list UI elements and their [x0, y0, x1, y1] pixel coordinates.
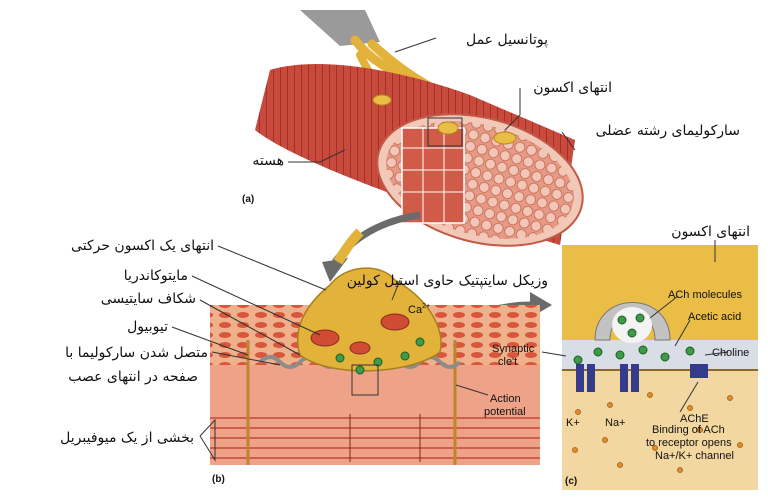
- label-axon-terminal-c: انتهای اکسون: [671, 224, 750, 240]
- panel-label-c: (c): [565, 476, 577, 487]
- label-junction-line1: متصل شدن سارکولیما با: [65, 345, 208, 361]
- label-junction-line2: صفحه در انتهای عصب: [68, 369, 198, 385]
- label-axon-terminal-a: انتهای اکسون: [533, 80, 612, 96]
- label-cleft: cle't: [498, 356, 517, 368]
- label-synaptic: Synaptic: [492, 343, 535, 355]
- label-mitochondria: مایتوکاندریا: [124, 268, 188, 284]
- label-vesicle: وزیکل سایتپتیک حاوی استیل کولین: [347, 273, 548, 289]
- label-ach-molecules: ACh molecules: [668, 289, 742, 301]
- label-myofibril: بخشی از یک میوفیبریل: [60, 430, 194, 446]
- end-plate-3: [373, 95, 391, 105]
- label-acetic-acid: Acetic acid: [688, 311, 741, 323]
- panel-label-b: (b): [212, 474, 225, 485]
- cut-block: [402, 128, 464, 223]
- panel-b: Ca2+ Action potential انتهای یک اکسون حر…: [60, 232, 548, 485]
- nerve-fiber: [300, 10, 380, 46]
- label-k: K+: [566, 417, 580, 429]
- label-motor-axon-terminal: انتهای یک اکسون حرکتی: [71, 238, 214, 254]
- panel-a: پوتانسیل عمل انتهای اکسون سارکولیمای رشت…: [242, 10, 740, 267]
- panel-label-a: (a): [242, 194, 254, 205]
- label-potential: potential: [484, 406, 526, 418]
- label-binding-2: to receptor opens: [646, 437, 732, 449]
- label-na: Na+: [605, 417, 626, 429]
- end-plate-2: [494, 132, 516, 144]
- label-nucleus: هسته: [252, 153, 284, 169]
- label-sarcolemma: سارکولیمای رشته عضلی: [596, 123, 740, 139]
- label-action-potential: پوتانسیل عمل: [466, 32, 548, 48]
- label-action: Action: [490, 393, 521, 405]
- label-tubule: تیوبیول: [127, 319, 168, 335]
- label-choline: Choline: [712, 347, 749, 359]
- label-binding-3: Na+/K+ channel: [655, 450, 734, 462]
- end-plate-1: [438, 122, 458, 134]
- label-binding-1: Binding of ACh: [652, 424, 725, 436]
- axon-stalk: [338, 232, 360, 262]
- label-synaptic-cleft: شکاف سایتیسی: [101, 291, 196, 307]
